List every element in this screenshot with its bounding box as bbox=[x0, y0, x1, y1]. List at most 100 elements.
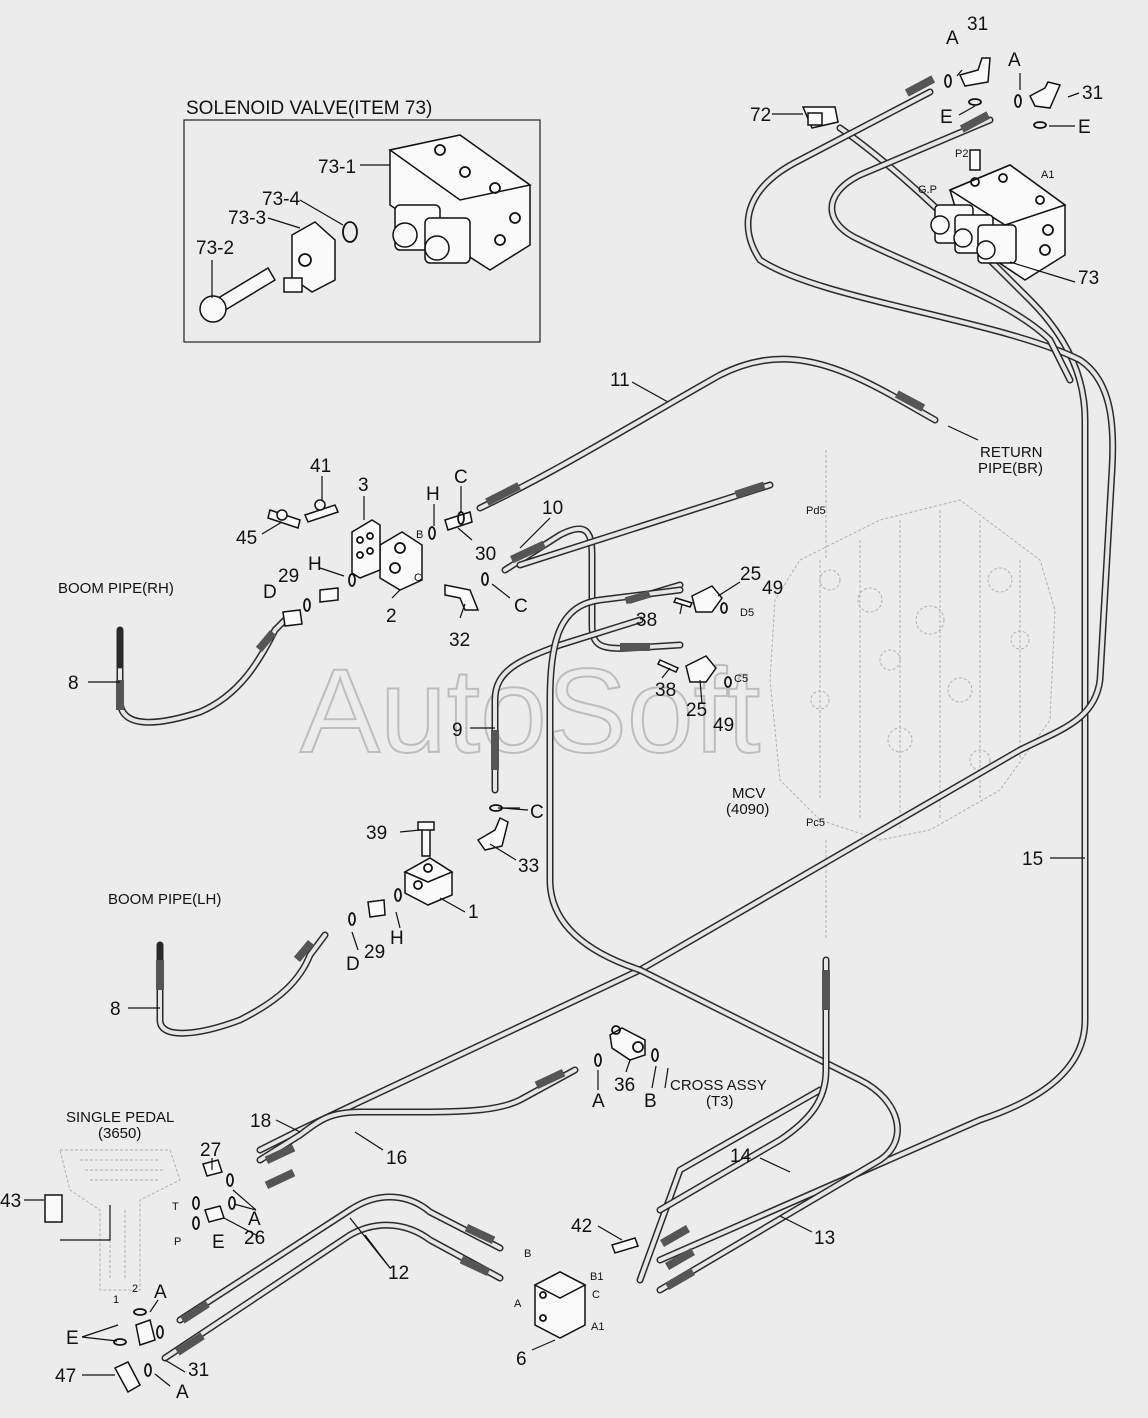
port-label: B bbox=[416, 529, 423, 541]
note-return-line1: RETURN bbox=[980, 444, 1043, 461]
leader-lines bbox=[24, 69, 1085, 1387]
note-pedal-line1: SINGLE PEDAL bbox=[66, 1109, 174, 1126]
callout-E: E bbox=[1078, 117, 1091, 138]
callout-15: 15 bbox=[1022, 849, 1043, 870]
port-label: P2 bbox=[955, 148, 968, 160]
callout-8: 8 bbox=[68, 673, 79, 694]
block-1-assembly bbox=[348, 804, 509, 926]
inset-label-73-1: 73-1 bbox=[318, 157, 356, 178]
callout-1: 1 bbox=[468, 902, 479, 923]
callout-43: 43 bbox=[0, 1191, 21, 1212]
callout-C: C bbox=[530, 802, 544, 823]
callout-38: 38 bbox=[636, 610, 657, 631]
port-label: C bbox=[414, 572, 422, 584]
port-label: G.P bbox=[918, 184, 937, 196]
callout-2: 2 bbox=[386, 606, 397, 627]
inset-label-73-3: 73-3 bbox=[228, 208, 266, 229]
pedal-ghost bbox=[59, 1149, 181, 1291]
callout-29: 29 bbox=[278, 566, 299, 587]
notes: RETURN PIPE(BR) BOOM PIPE(RH) BOOM PIPE(… bbox=[58, 444, 1043, 1142]
note-mcv-line2: (4090) bbox=[726, 801, 769, 818]
callout-39: 39 bbox=[366, 823, 387, 844]
pipes bbox=[116, 88, 1117, 1362]
callout-26: 26 bbox=[244, 1228, 265, 1249]
port-label: C bbox=[592, 1289, 600, 1301]
callout-30: 30 bbox=[475, 544, 496, 565]
callout-10: 10 bbox=[542, 498, 563, 519]
callout-E: E bbox=[212, 1232, 225, 1253]
port-labels: P2 G.P A1 B C Pd5 D5 C5 Pc5 T P 2 1 B A … bbox=[113, 148, 1054, 1333]
callout-E: E bbox=[940, 107, 953, 128]
solenoid-valve-73 bbox=[930, 98, 1067, 281]
callout-H: H bbox=[390, 928, 404, 949]
port-label: B bbox=[524, 1248, 531, 1260]
callout-11: 11 bbox=[610, 370, 630, 391]
inset-title: SOLENOID VALVE(ITEM 73) bbox=[186, 98, 432, 119]
port-label: A bbox=[514, 1298, 522, 1310]
callout-31: 31 bbox=[967, 14, 988, 35]
callout-D: D bbox=[346, 954, 360, 975]
callout-C: C bbox=[454, 467, 468, 488]
callout-72: 72 bbox=[750, 105, 771, 126]
inset-label-73-4: 73-4 bbox=[262, 189, 300, 210]
callout-25: 25 bbox=[686, 700, 707, 721]
callout-18: 18 bbox=[250, 1111, 271, 1132]
port-label: 2 bbox=[132, 1283, 138, 1295]
pedal-fittings bbox=[44, 1159, 236, 1394]
callout-12: 12 bbox=[388, 1263, 409, 1284]
note-pedal-line2: (3650) bbox=[98, 1125, 141, 1142]
port-label: P bbox=[174, 1236, 181, 1248]
callout-31: 31 bbox=[188, 1360, 209, 1381]
callout-6: 6 bbox=[516, 1349, 527, 1370]
cross-assy-36 bbox=[594, 1025, 659, 1067]
port-label: B1 bbox=[590, 1271, 603, 1283]
callout-38: 38 bbox=[655, 680, 676, 701]
callout-25: 25 bbox=[740, 564, 761, 585]
callout-45: 45 bbox=[236, 528, 257, 549]
callout-29: 29 bbox=[364, 942, 385, 963]
callout-36: 36 bbox=[614, 1075, 635, 1096]
block-2-assembly bbox=[267, 499, 489, 627]
port-label: C5 bbox=[734, 673, 748, 685]
callout-41: 41 bbox=[310, 456, 331, 477]
callout-H: H bbox=[308, 554, 322, 575]
callout-47: 47 bbox=[55, 1366, 76, 1387]
note-return-line2: PIPE(BR) bbox=[978, 460, 1043, 477]
callout-73: 73 bbox=[1078, 268, 1099, 289]
port-label: T bbox=[172, 1201, 179, 1213]
port-label: A1 bbox=[591, 1321, 604, 1333]
port-label: A1 bbox=[1041, 169, 1054, 181]
callouts: 31 31 31 A A A A A A E E E E 72 73 11 41… bbox=[0, 14, 1103, 1403]
elbow-fittings-top bbox=[944, 57, 1062, 109]
callout-49: 49 bbox=[713, 715, 734, 736]
callout-A: A bbox=[248, 1209, 261, 1230]
callout-E: E bbox=[66, 1328, 79, 1349]
mcv-ghost bbox=[769, 450, 1056, 940]
note-boom-rh: BOOM PIPE(RH) bbox=[58, 580, 174, 597]
callout-A: A bbox=[1008, 50, 1021, 71]
solenoid-inset: SOLENOID VALVE(ITEM 73) 73-1 73-4 73-3 7… bbox=[183, 98, 541, 343]
callout-C: C bbox=[514, 596, 528, 617]
callout-A: A bbox=[946, 28, 959, 49]
block-6 bbox=[533, 1237, 639, 1339]
note-cross-line2: (T3) bbox=[706, 1093, 734, 1110]
callout-16: 16 bbox=[386, 1148, 407, 1169]
callout-B: B bbox=[644, 1091, 657, 1112]
callout-42: 42 bbox=[571, 1216, 592, 1237]
callout-3: 3 bbox=[358, 475, 369, 496]
callout-A: A bbox=[176, 1382, 189, 1403]
note-mcv-line1: MCV bbox=[732, 785, 765, 802]
callout-27: 27 bbox=[200, 1140, 221, 1161]
note-cross-line1: CROSS ASSY bbox=[670, 1077, 767, 1094]
callout-13: 13 bbox=[814, 1228, 835, 1249]
callout-H: H bbox=[426, 484, 440, 505]
hose-fittings bbox=[116, 75, 991, 1356]
callout-9: 9 bbox=[452, 720, 463, 741]
port-label: 1 bbox=[113, 1294, 119, 1306]
callout-D: D bbox=[263, 582, 277, 603]
flanges-25 bbox=[656, 585, 732, 688]
callout-31: 31 bbox=[1082, 83, 1103, 104]
pressure-sensor-72 bbox=[801, 106, 839, 129]
